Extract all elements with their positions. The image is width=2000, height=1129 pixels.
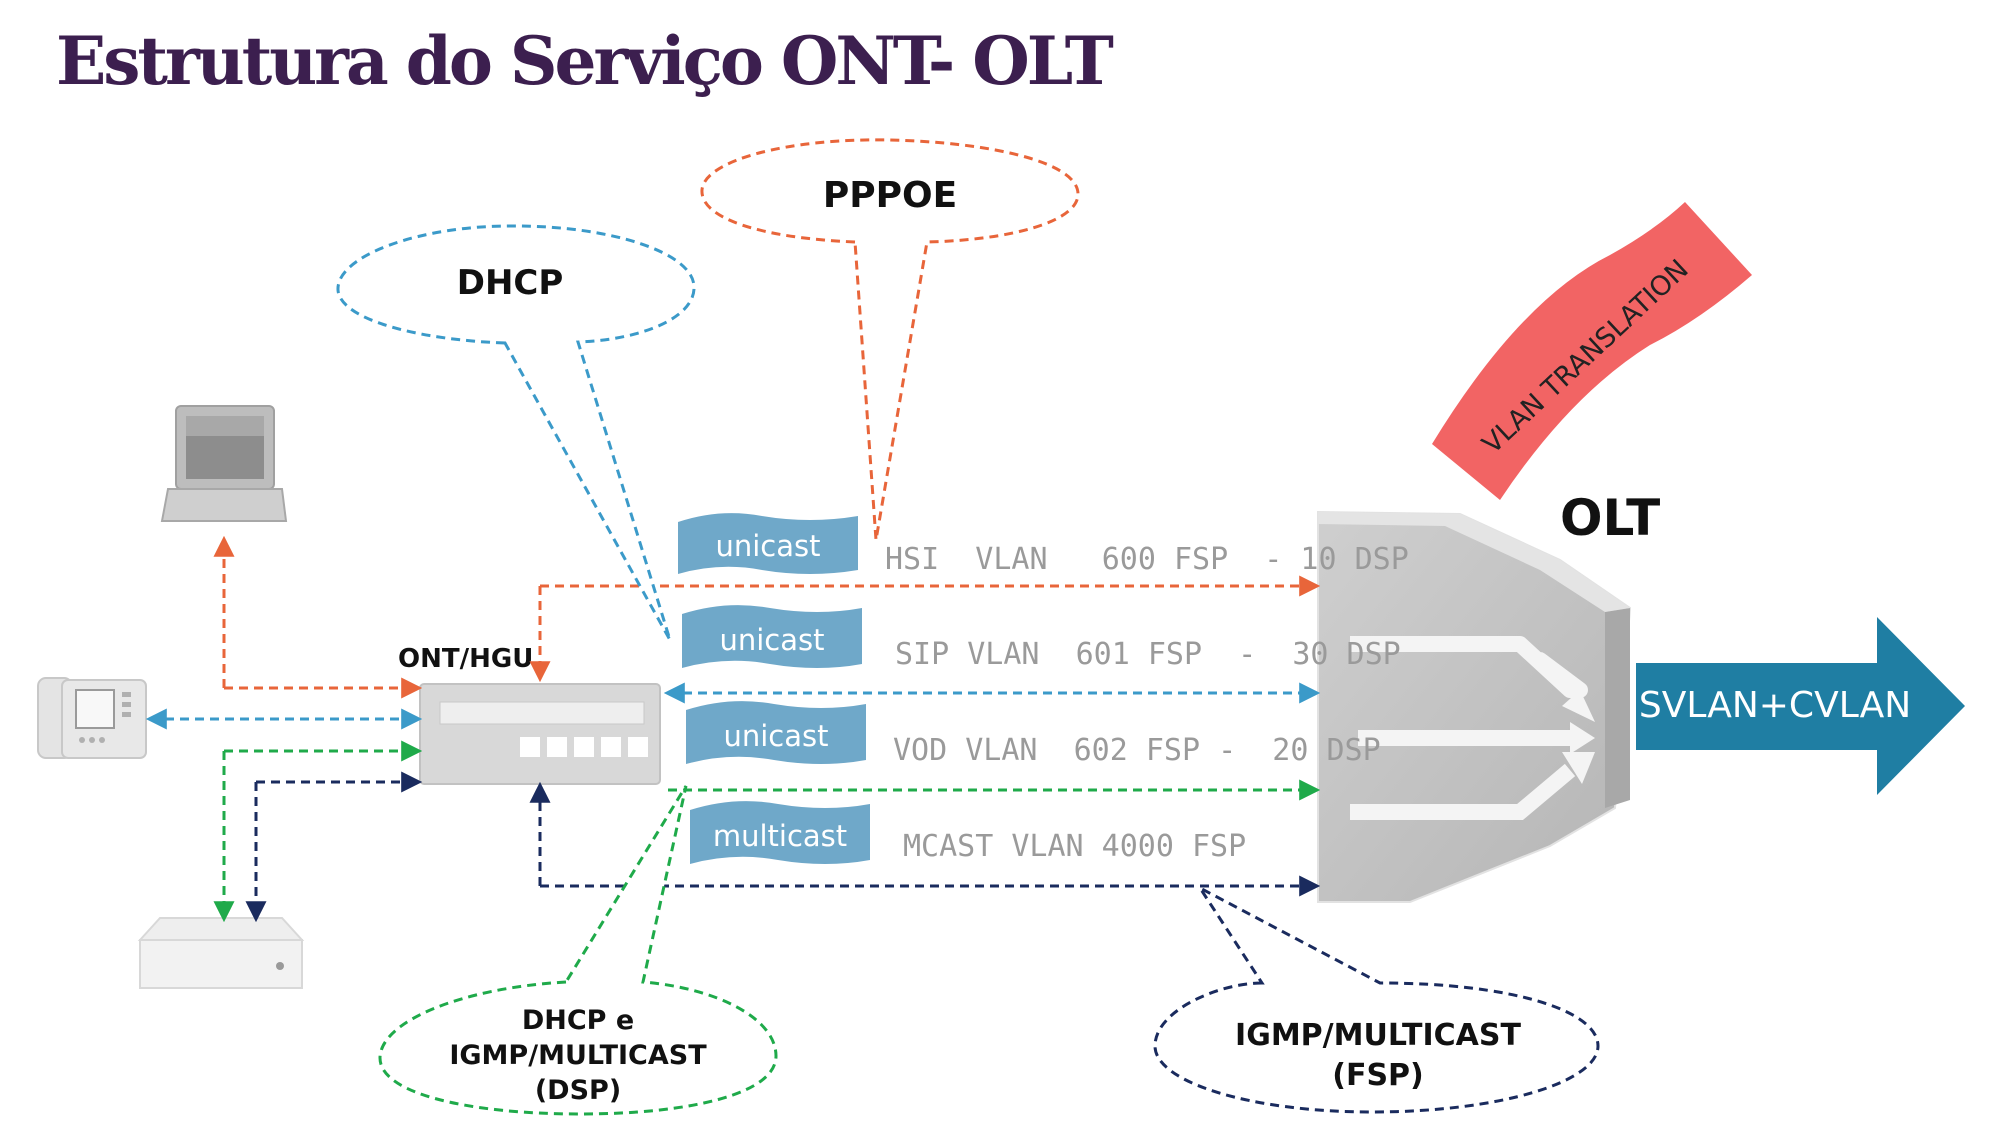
flag-sip: unicast xyxy=(682,605,862,668)
callout-dhcp-label: DHCP xyxy=(457,263,564,303)
set-top-box-icon xyxy=(137,917,305,989)
callout-igmp-fsp-line2: (FSP) xyxy=(1332,1058,1424,1093)
flag-vod-label: unicast xyxy=(723,719,828,753)
uplink-label: SVLAN+CVLAN xyxy=(1639,685,1911,726)
voip-path xyxy=(145,682,1321,730)
page-title: Estrutura do Serviço ONT- OLT xyxy=(56,22,1114,100)
callout-dhcp-igmp-line2: IGMP/MULTICAST xyxy=(449,1040,707,1071)
callout-dhcp-igmp-line1: DHCP e xyxy=(522,1005,634,1036)
flag-mcast: multicast xyxy=(690,801,870,864)
callout-dhcp: DHCP xyxy=(336,224,696,641)
vlan-sip-label: SIP VLAN 601 FSP - 30 DSP xyxy=(895,637,1401,672)
callout-dhcp-igmp-dsp: DHCP e IGMP/MULTICAST (DSP) xyxy=(378,785,778,1116)
vlan-vod-label: VOD VLAN 602 FSP - 20 DSP xyxy=(893,733,1381,768)
uplink-arrow: SVLAN+CVLAN xyxy=(1636,617,1965,795)
multicast-path xyxy=(245,771,1321,923)
flag-hsi-label: unicast xyxy=(715,529,820,563)
flag-vod: unicast xyxy=(686,701,866,764)
flag-mcast-label: multicast xyxy=(713,819,847,853)
callout-pppoe: PPPOE xyxy=(700,138,1080,541)
olt-device xyxy=(1317,510,1632,903)
laptop-icon xyxy=(160,405,288,522)
vlan-translation-banner: VLAN TRANSLATION xyxy=(1432,202,1752,500)
ont-hgu-label: ONT/HGU xyxy=(398,644,533,674)
hsi-path xyxy=(213,535,1321,699)
phone-icon xyxy=(37,677,147,759)
callout-igmp-fsp-line1: IGMP/MULTICAST xyxy=(1235,1018,1521,1053)
ont-hgu-device xyxy=(419,683,661,785)
flag-sip-label: unicast xyxy=(719,623,824,657)
callout-igmp-fsp: IGMP/MULTICAST (FSP) xyxy=(1153,883,1600,1114)
callout-pppoe-label: PPPOE xyxy=(823,175,957,216)
callout-dhcp-igmp-line3: (DSP) xyxy=(535,1075,621,1106)
vlan-mcast-label: MCAST VLAN 4000 FSP xyxy=(903,829,1246,864)
olt-label: OLT xyxy=(1560,489,1660,547)
iptv-dhcp-path xyxy=(213,740,1321,923)
vlan-hsi-label: HSI VLAN 600 FSP - 10 DSP xyxy=(885,542,1409,577)
flag-hsi: unicast xyxy=(678,513,858,574)
